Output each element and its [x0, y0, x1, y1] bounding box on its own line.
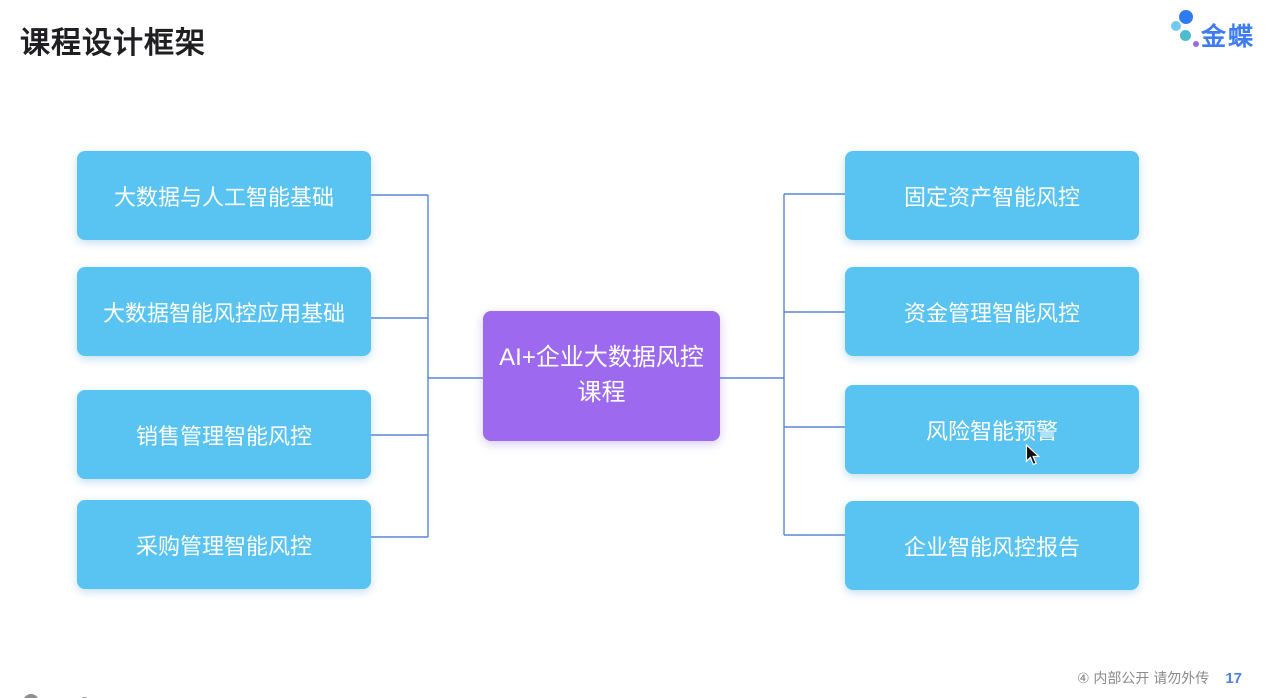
node-enterprise-risk-report: 企业智能风控报告 [845, 501, 1139, 590]
node-sales-risk-control: 销售管理智能风控 [77, 390, 371, 479]
node-risk-early-warning: 风险智能预警 [845, 385, 1139, 474]
node-label: 固定资产智能风控 [903, 184, 1080, 210]
confidential-notice: ④ 内部公开 请勿外传 [1076, 670, 1210, 686]
node-fixed-assets-risk-control: 固定资产智能风控 [845, 151, 1139, 240]
page-number: 17 [1225, 670, 1242, 687]
logo-brand-text: 金蝶 [1201, 23, 1256, 51]
node-bigdata-ai-basics: 大数据与人工智能基础 [77, 151, 371, 240]
node-label: 资金管理智能风控 [903, 300, 1080, 326]
mouse-cursor-icon [1025, 444, 1040, 466]
node-label: 风险智能预警 [925, 418, 1058, 444]
page-title: 课程设计框架 [20, 27, 206, 60]
node-bigdata-risk-app-basics: 大数据智能风控应用基础 [77, 267, 371, 356]
node-label: 采购管理智能风控 [135, 533, 312, 559]
logo-dot-purple-icon [1193, 41, 1199, 47]
node-procurement-risk-control: 采购管理智能风控 [77, 500, 371, 589]
logo-dot-lightblue-icon [1171, 21, 1181, 31]
node-label: 大数据与人工智能基础 [113, 184, 334, 210]
node-center-course: AI+企业大数据风控课程 [483, 311, 720, 441]
node-fund-management-risk-control: 资金管理智能风控 [845, 267, 1139, 356]
logo-dot-blue-icon [1179, 10, 1193, 24]
kingdee-logo: 金蝶 [1168, 4, 1264, 56]
bottom-left-partial-circle [23, 694, 39, 698]
node-label: 企业智能风控报告 [903, 534, 1080, 560]
node-label: AI+企业大数据风控课程 [499, 344, 704, 406]
slide-footer: ④ 内部公开 请勿外传 17 [1077, 668, 1242, 688]
node-label: 大数据智能风控应用基础 [102, 300, 345, 326]
logo-dot-teal-icon [1180, 30, 1191, 41]
node-label: 销售管理智能风控 [135, 423, 312, 449]
